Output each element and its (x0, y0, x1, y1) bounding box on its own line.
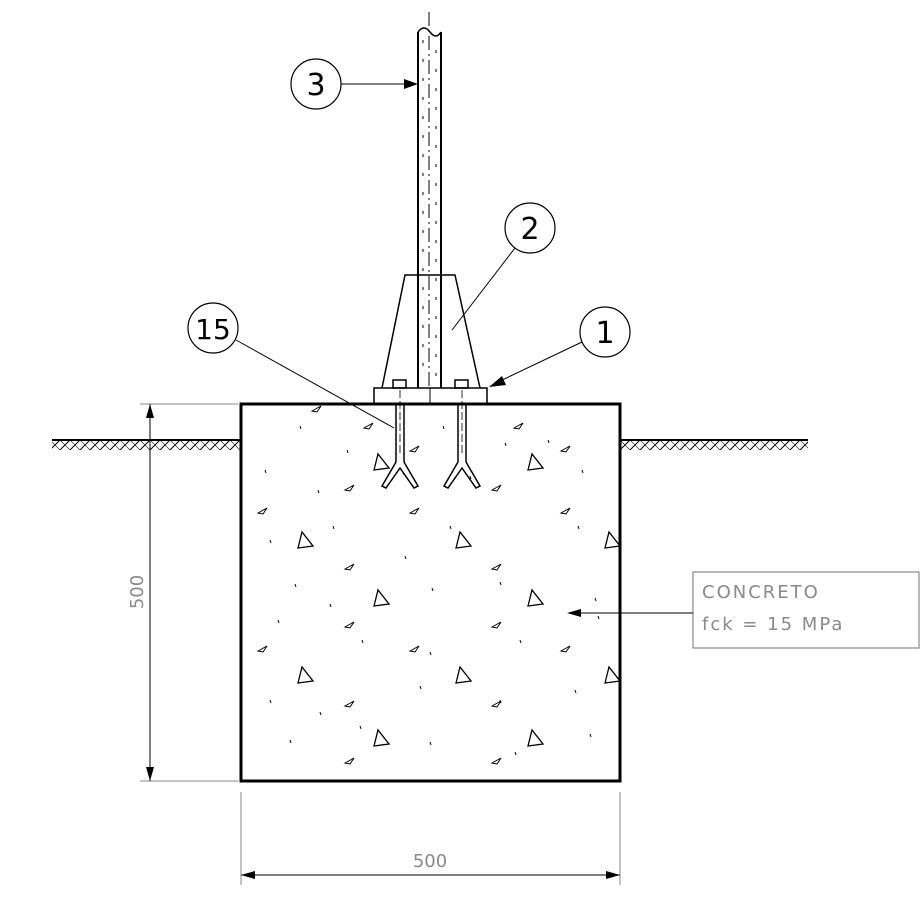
aggregate-pebble (408, 445, 420, 453)
callout-label: 3 (306, 68, 325, 103)
aggregate-grain (594, 597, 597, 602)
dimension-height: 500 (127, 403, 238, 782)
aggregate-stone (373, 452, 391, 471)
callout-label: 1 (595, 316, 614, 351)
anchor-bolt-left (380, 379, 420, 489)
aggregate-stone (604, 665, 622, 684)
aggregate-grain (419, 685, 422, 690)
concrete-aggregate (256, 405, 622, 765)
dimension-label: 500 (413, 851, 447, 872)
aggregate-grain (361, 639, 364, 644)
aggregate-pebble (512, 422, 524, 430)
aggregate-grain (294, 583, 297, 588)
aggregate-grain (597, 615, 600, 620)
aggregate-grain (359, 725, 362, 730)
aggregate-stone (455, 665, 473, 684)
aggregate-grain (429, 651, 432, 656)
aggregate-stone (297, 530, 315, 549)
aggregate-pebble (490, 563, 502, 571)
aggregate-pebble (490, 757, 502, 765)
aggregate-grain (574, 689, 577, 694)
anchor-bolt-right (442, 379, 482, 489)
material-note: CONCRETO fck = 15 MPa (567, 571, 920, 649)
aggregate-pebble (559, 645, 571, 653)
gusset-plate (381, 274, 481, 389)
aggregate-grain (319, 711, 322, 716)
dimension-label: 500 (127, 575, 148, 609)
aggregate-stone (373, 728, 391, 747)
aggregate-pebble (256, 645, 268, 653)
callout-label: 15 (195, 313, 231, 346)
aggregate-pebble (343, 757, 355, 765)
aggregate-pebble (343, 484, 355, 492)
aggregate-grain (504, 442, 507, 447)
aggregate-pebble (490, 700, 502, 708)
aggregate-grain (329, 603, 332, 608)
aggregate-grain (346, 449, 349, 454)
aggregate-grain (317, 489, 320, 494)
aggregate-grain (429, 741, 432, 746)
ground-left (52, 439, 240, 450)
aggregate-grain (499, 581, 502, 586)
aggregate-pebble (343, 563, 355, 571)
material-note-line1: CONCRETO (702, 582, 820, 603)
aggregate-grain (264, 469, 267, 474)
aggregate-stone (527, 588, 545, 607)
callout-gusset: 2 (451, 202, 556, 331)
aggregate-pebble (490, 621, 502, 629)
aggregate-grain (404, 555, 407, 560)
callout-pole: 3 (290, 58, 418, 110)
aggregate-grain (299, 425, 302, 430)
aggregate-pebble (362, 422, 374, 430)
aggregate-stone (604, 530, 622, 549)
aggregate-grain (442, 425, 445, 430)
aggregate-grain (332, 525, 335, 530)
aggregate-grain (589, 733, 592, 738)
aggregate-grain (469, 475, 472, 480)
aggregate-pebble (310, 405, 322, 413)
material-note-line2: fck = 15 MPa (702, 614, 844, 635)
aggregate-grain (577, 525, 580, 530)
aggregate-grain (289, 739, 292, 744)
aggregate-stone (527, 452, 545, 471)
ground-right (620, 439, 808, 450)
aggregate-pebble (490, 484, 502, 492)
aggregate-grain (514, 751, 517, 756)
aggregate-pebble (559, 445, 571, 453)
pole (417, 12, 442, 388)
concrete-block (239, 402, 622, 783)
aggregate-stone (373, 588, 391, 607)
aggregate-stone (527, 728, 545, 747)
aggregate-pebble (408, 645, 420, 653)
aggregate-grain (431, 587, 434, 592)
callout-label: 2 (520, 212, 539, 247)
aggregate-stone (455, 530, 473, 549)
aggregate-grain (519, 639, 522, 644)
aggregate-grain (499, 699, 502, 704)
aggregate-grain (449, 525, 452, 530)
aggregate-grain (547, 439, 550, 444)
aggregate-pebble (256, 507, 268, 515)
aggregate-pebble (559, 507, 571, 515)
aggregate-stone (297, 665, 315, 684)
callout-anchor-bolt: 15 (187, 302, 395, 429)
aggregate-grain (269, 539, 272, 544)
aggregate-grain (581, 469, 584, 474)
aggregate-pebble (343, 621, 355, 629)
callout-base-plate: 1 (489, 306, 631, 387)
aggregate-grain (269, 699, 272, 704)
aggregate-pebble (343, 700, 355, 708)
aggregate-grain (277, 619, 280, 624)
dimension-width: 500 (240, 792, 621, 885)
aggregate-pebble (408, 507, 420, 515)
